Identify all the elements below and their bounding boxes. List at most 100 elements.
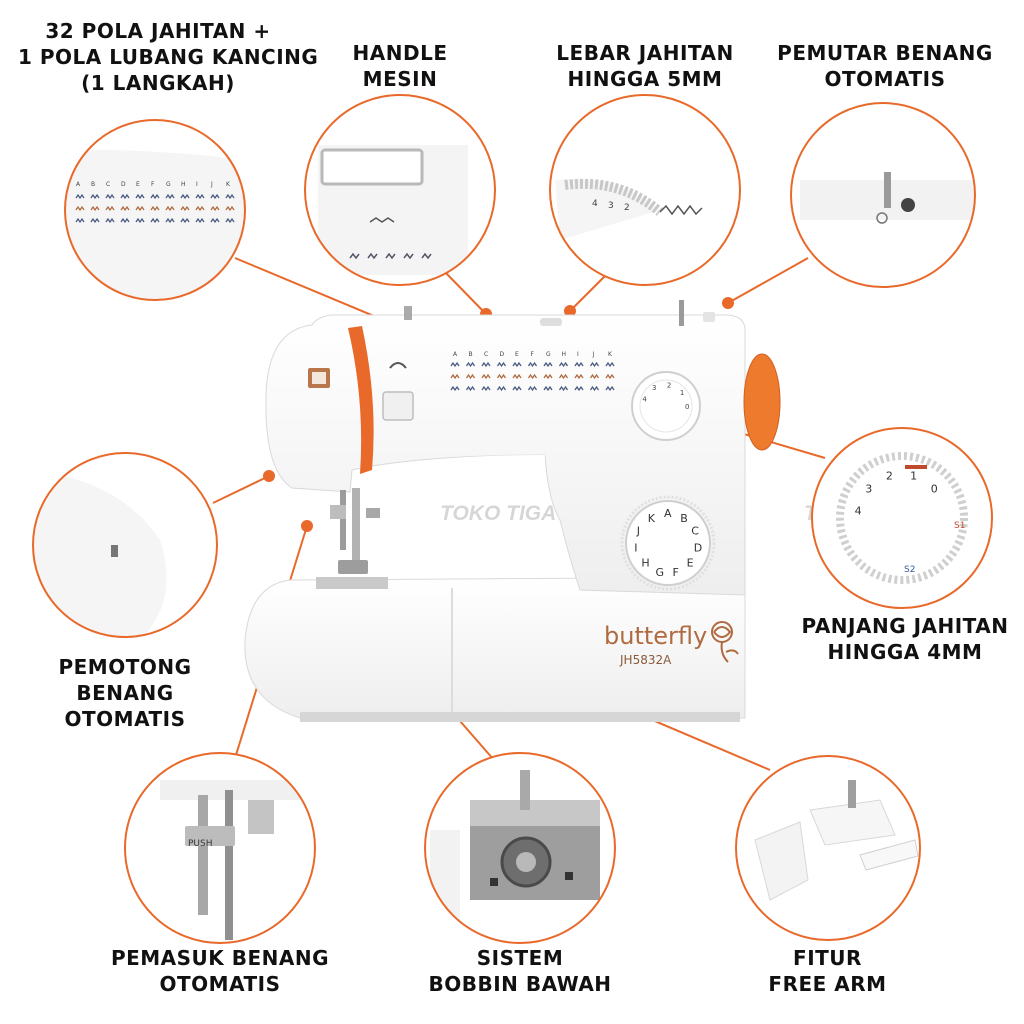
thread-cutter-icon [111,545,118,557]
stitch-glyph [150,193,160,200]
stitch-glyph [90,217,100,224]
label-needle-threader: PEMASUK BENANG OTOMATIS [110,946,330,996]
hand-wheel [743,353,781,451]
stitch-letter: I [577,351,579,358]
stitch-glyph [165,205,175,212]
stitch-glyph [135,205,145,212]
dial-number: 3 [652,384,656,392]
dial-letter: A [664,507,672,520]
rose-logo-icon [711,621,739,663]
dial-number: 4 [642,395,647,403]
label-handle: HANDLE MESIN [352,41,448,91]
stitch-length-dial [631,371,701,441]
stitch-glyph [558,373,569,380]
connector-thread-cutter [212,475,270,504]
dial-number: 2 [667,381,671,389]
label-bobbin-winder: PEMUTAR BENANG OTOMATIS [777,41,993,91]
label-stitch-patterns: 32 POLA JAHITAN + 1 POLA LUBANG KANCING … [18,19,319,95]
stitch-letter: G [166,181,171,188]
stitch-glyph [105,193,115,200]
connector-stitch-width [569,275,606,312]
stitch-glyph [543,373,553,380]
callout-circle-bobbin-winder [790,102,976,288]
stitch-glyph [574,361,584,368]
stitch-letter: E [136,181,140,188]
dial-letter: F [672,566,678,579]
stitch-glyph [90,205,100,212]
stitch-glyph [120,205,130,212]
machine-model: JH5832A [619,653,672,667]
stitch-glyph [481,361,491,368]
connector-bobbin-winder [727,257,809,304]
stitch-glyph [465,385,476,392]
stitch-glyph [512,361,522,368]
handle-icon [320,148,424,186]
callout-circle-needle-threader: PUSH [124,752,316,944]
stitch-glyph [150,217,160,224]
dial-letter: C [691,525,699,538]
stitch-letter: C [484,351,488,358]
stitch-glyph [574,373,584,380]
label-stitch-width: LEBAR JAHITAN HINGGA 5MM [556,41,734,91]
stitch-letter: J [210,181,213,188]
dial-number: 1 [680,389,684,397]
stitch-glyph [195,205,205,212]
watermark-center: TOKO TIGA [440,502,556,525]
stitch-glyph [165,193,175,200]
label-bobbin-system: SISTEM BOBBIN BAWAH [428,946,612,996]
dial-number: 1 [910,470,917,483]
stitch-letter: A [76,181,81,188]
stitch-letter: A [453,351,458,358]
stitch-letter: K [608,351,613,358]
stitch-glyph [496,361,507,368]
stitch-chart-patterns [450,361,615,392]
stitch-glyph [527,361,538,368]
dial-letter: H [641,557,649,570]
stitch-glyph [527,373,538,380]
dial-number: 2 [886,470,893,483]
callout-circle-free-arm [735,755,921,941]
width-number: 3 [608,201,614,211]
stitch-glyph [225,217,235,224]
width-number: 4 [592,199,598,209]
callout-circle-handle [304,94,496,286]
stitch-letter: B [91,181,95,188]
stitch-glyph [450,361,460,368]
stitch-letter: I [196,181,198,188]
connector-handle [442,269,487,315]
stitch-letter: J [592,351,595,358]
machine-body [265,314,746,596]
pattern-dial [625,500,711,586]
stitch-glyph [481,385,491,392]
stitch-glyph [512,385,522,392]
stitch-glyph [589,373,600,380]
dial-number: 0 [685,403,689,411]
stitch-glyph [605,373,615,380]
dial-number: 0 [931,483,938,496]
stitch-glyph [465,373,476,380]
stitch-glyph [75,193,85,200]
callout-circle-thread-cutter [32,452,218,638]
stitch-letter: G [546,351,551,358]
orange-face-strip [348,326,374,474]
stitch-glyph [558,385,569,392]
stitch-glyph [465,361,476,368]
bobbin-winder-spindle-icon [884,172,891,208]
stitch-glyph [527,385,538,392]
callout-circle-bobbin-system [424,752,616,944]
stitch-glyph [105,217,115,224]
stitch-glyph [210,205,220,212]
stitch-letter: D [500,351,505,358]
stitch-glyph [180,193,190,200]
dial-letter: G [656,566,665,579]
accessory-box-icon [754,821,809,901]
stitch-glyph [90,193,100,200]
label-free-arm: FITUR FREE ARM [768,946,887,996]
stitch-glyph [589,361,600,368]
stitch-glyph [574,385,584,392]
dial-number: 3 [865,483,872,496]
machine-brand: butterfly [604,622,707,650]
stitch-glyph [105,205,115,212]
